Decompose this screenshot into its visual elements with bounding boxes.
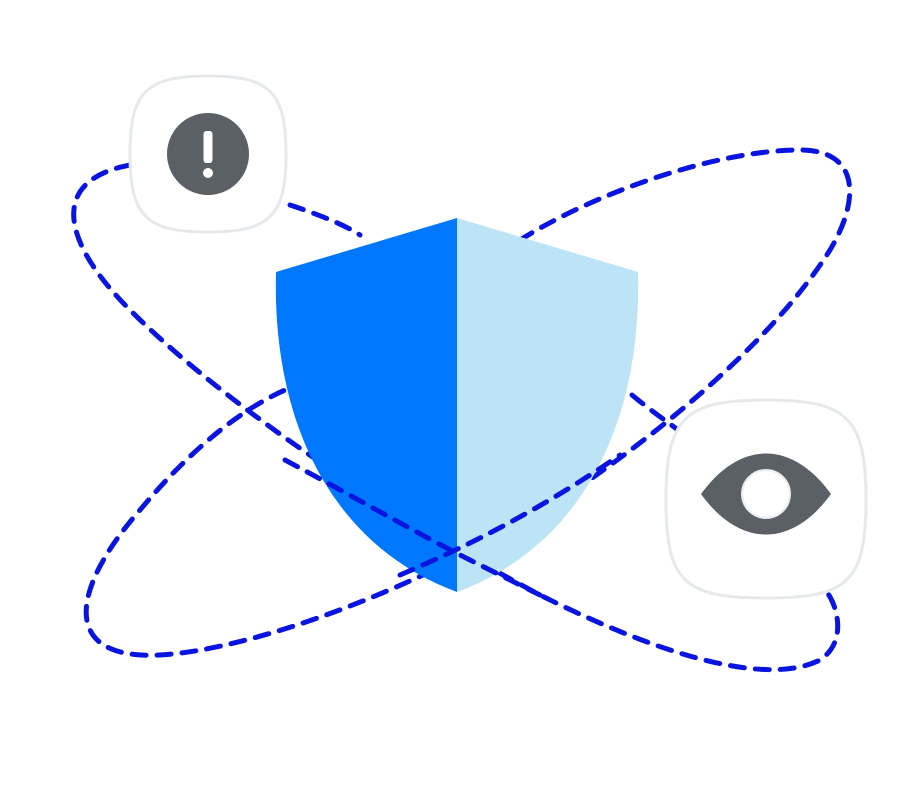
shield-icon bbox=[275, 218, 639, 592]
shield-right-half bbox=[457, 218, 639, 592]
eye-badge bbox=[664, 398, 868, 600]
orbit-path-2-right bbox=[629, 392, 681, 433]
shield-left-half bbox=[275, 218, 457, 592]
orbit-over-shield-2 bbox=[397, 452, 623, 578]
orbit-path-1-upper bbox=[287, 202, 363, 238]
orbit-over-shield-1 bbox=[282, 457, 543, 598]
alert-badge bbox=[128, 74, 288, 234]
eye-icon bbox=[701, 453, 831, 535]
alert-icon bbox=[167, 113, 249, 195]
